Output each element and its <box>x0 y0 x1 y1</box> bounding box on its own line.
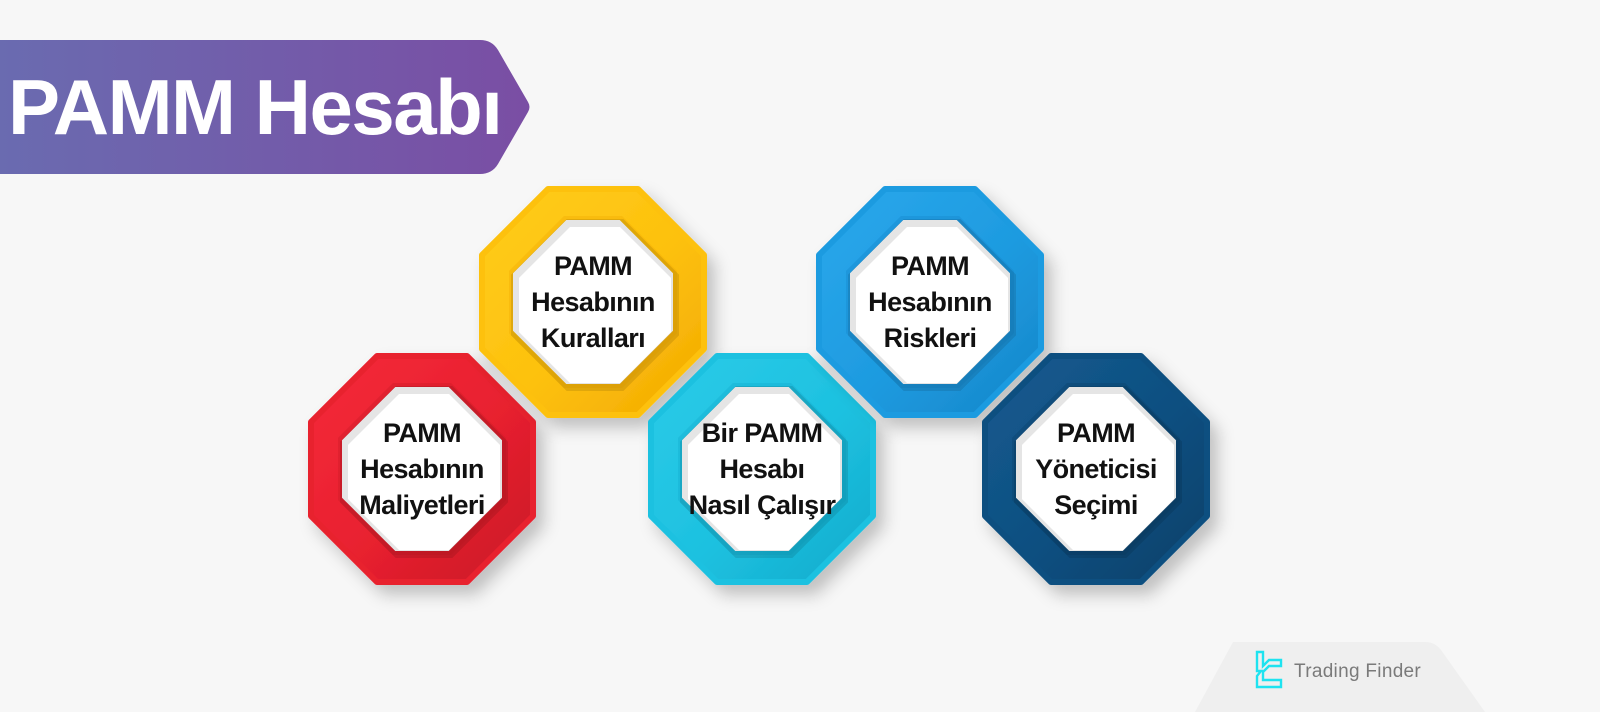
octagon-label-line: Riskleri <box>883 323 977 353</box>
octagon-label-line: Hesabının <box>360 454 484 484</box>
title-banner-shape <box>0 40 530 174</box>
octagon-label-line: Kuralları <box>540 323 646 353</box>
title-banner: PAMM Hesabı <box>0 40 530 174</box>
octagon-ring-shape <box>648 353 876 585</box>
octagon-label-line: Hesabının <box>531 287 655 317</box>
trading-finder-logo-icon <box>1254 650 1284 695</box>
octagon-label-line: Yöneticisi <box>1035 454 1157 484</box>
page-title: PAMM Hesabı <box>8 63 503 151</box>
octagon-label-line: Hesabının <box>868 287 992 317</box>
octagon-label-line: Seçimi <box>1054 490 1138 520</box>
octagon-label-line: PAMM <box>382 418 462 448</box>
logo-plate <box>1195 642 1495 712</box>
brand-name: Trading Finder <box>1294 661 1422 682</box>
octagon-label-line: PAMM <box>1056 418 1136 448</box>
octagon-ring-shape <box>816 186 1044 418</box>
octagon-ring-shape <box>308 353 536 585</box>
octagon-ring-shape <box>982 353 1210 585</box>
octagon-label-line: PAMM <box>553 251 633 281</box>
octagon-label-line: Bir PAMM <box>701 418 823 448</box>
octagon-label-line: PAMM <box>890 251 970 281</box>
octagon-ring-shape <box>479 186 707 418</box>
octagon-label-line: Nasıl Çalışır <box>688 490 836 520</box>
octagon-label-line: Hesabı <box>719 454 806 484</box>
octagon-label-line: Maliyetleri <box>359 490 485 520</box>
